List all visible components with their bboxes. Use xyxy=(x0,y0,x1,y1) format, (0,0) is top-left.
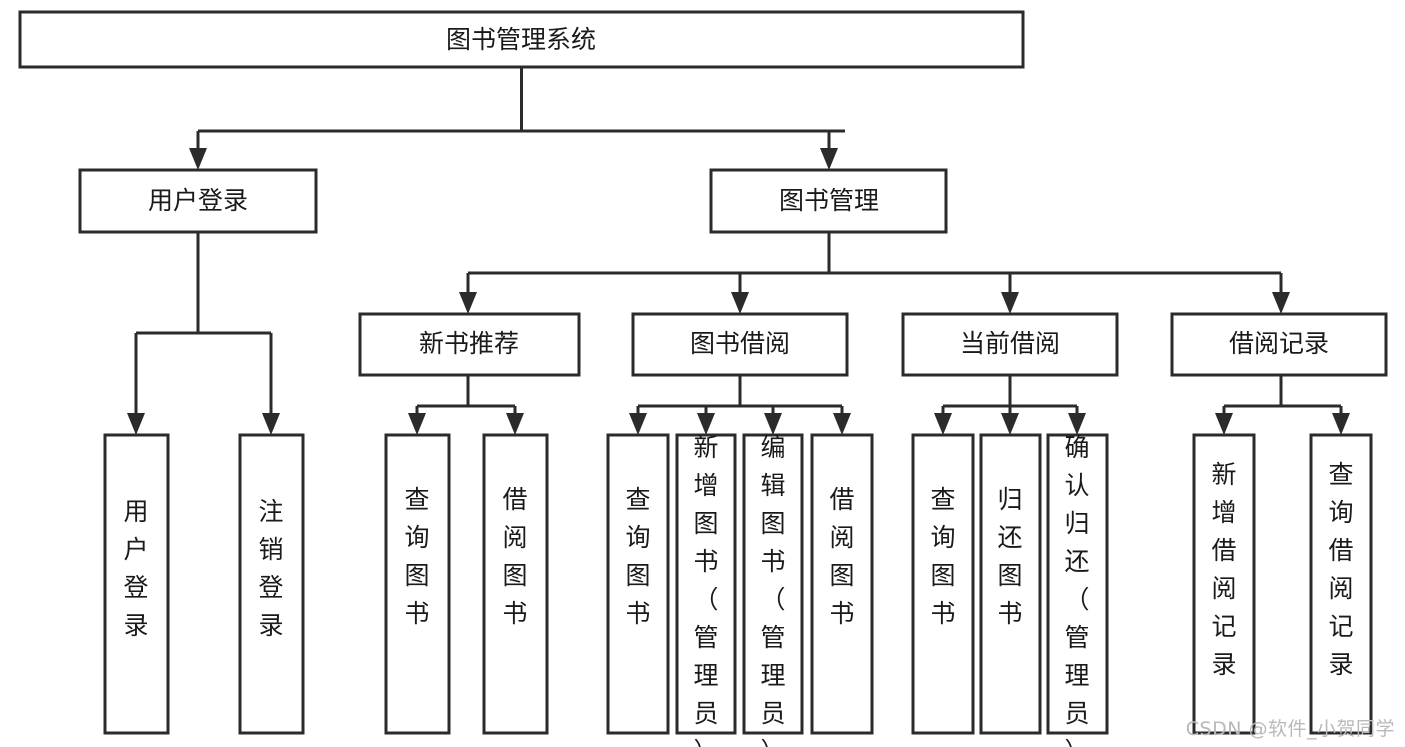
node-borrow-record-box[interactable] xyxy=(1170,312,1388,377)
leaf-current-return-book[interactable]: 归还图书 xyxy=(979,433,1042,735)
node-book-management[interactable]: 图书管理 xyxy=(709,168,948,234)
arrow-head-leaf-user-login xyxy=(127,413,145,435)
leaf-recommend-query-book-label: 查询图书 xyxy=(404,485,429,628)
arrow-head-current-leaf-2 xyxy=(1001,413,1019,435)
leaf-current-confirm-return-admin-box[interactable] xyxy=(1046,433,1109,735)
leaf-record-add-record-label: 新增借阅记录 xyxy=(1211,460,1236,679)
leaf-current-query-book[interactable]: 查询图书 xyxy=(911,433,975,735)
leaf-borrow-edit-book-admin-box[interactable] xyxy=(742,433,804,735)
arrow-head-recommend-leaf-1 xyxy=(408,413,426,435)
node-root-label: 图书管理系统 xyxy=(446,25,596,54)
leaf-recommend-borrow-book[interactable]: 借阅图书 xyxy=(482,433,549,735)
node-new-book-recommend-box[interactable] xyxy=(358,312,581,377)
arrow-head-book-borrow xyxy=(731,292,749,314)
leaf-current-return-book-label: 归还图书 xyxy=(997,485,1022,628)
node-current-borrow-box[interactable] xyxy=(901,312,1119,377)
node-book-borrow[interactable]: 图书借阅 xyxy=(631,312,849,377)
node-borrow-record-label: 借阅记录 xyxy=(1229,329,1329,358)
leaf-logout-label: 注销登录 xyxy=(258,497,283,640)
node-borrow-record[interactable]: 借阅记录 xyxy=(1170,312,1388,377)
leaf-record-query-record-box[interactable] xyxy=(1309,433,1373,735)
leaf-recommend-borrow-book-box[interactable] xyxy=(482,433,549,735)
arrow-head-new-book-recommend xyxy=(459,292,477,314)
arrow-head-leaf-logout xyxy=(262,413,280,435)
arrow-head-borrow-leaf-2 xyxy=(697,413,715,435)
leaf-current-confirm-return-admin-label: 确认归还（管理员） xyxy=(1064,433,1089,747)
leaf-current-return-book-box[interactable] xyxy=(979,433,1042,735)
node-book-borrow-box[interactable] xyxy=(631,312,849,377)
leaf-user-login-box[interactable] xyxy=(103,433,170,735)
leaf-borrow-add-book-admin-box[interactable] xyxy=(675,433,737,735)
leaf-recommend-query-book-box[interactable] xyxy=(384,433,451,735)
leaf-recommend-query-book[interactable]: 查询图书 xyxy=(384,433,451,735)
node-new-book-recommend[interactable]: 新书推荐 xyxy=(358,312,581,377)
node-current-borrow-label: 当前借阅 xyxy=(960,329,1060,358)
arrow-head-borrow-leaf-3 xyxy=(764,413,782,435)
node-book-borrow-label: 图书借阅 xyxy=(690,329,790,358)
node-root-box[interactable] xyxy=(18,10,1025,69)
arrow-head-recommend-leaf-2 xyxy=(506,413,524,435)
arrow-head-current-leaf-1 xyxy=(934,413,952,435)
leaf-borrow-query-book[interactable]: 查询图书 xyxy=(606,433,670,735)
leaf-record-query-record-label: 查询借阅记录 xyxy=(1328,460,1353,679)
leaf-borrow-add-book-admin-label: 新增图书（管理员） xyxy=(693,433,718,747)
leaf-user-login-label: 用户登录 xyxy=(123,497,148,640)
arrow-head-current-leaf-3 xyxy=(1068,413,1086,435)
node-user-login-label: 用户登录 xyxy=(148,186,248,215)
node-user-login-box[interactable] xyxy=(78,168,318,234)
leaf-current-query-book-box[interactable] xyxy=(911,433,975,735)
leaf-borrow-edit-book-admin[interactable]: 编辑图书（管理员） xyxy=(742,433,804,747)
csdn-watermark: CSDN @软件_小贺同学 xyxy=(1185,718,1395,740)
arrow-head-borrow-leaf-1 xyxy=(629,413,647,435)
arrow-head-record-leaf-1 xyxy=(1215,413,1233,435)
arrow-head-current-borrow xyxy=(1001,292,1019,314)
node-user-login[interactable]: 用户登录 xyxy=(78,168,318,234)
leaf-borrow-query-book-box[interactable] xyxy=(606,433,670,735)
leaf-user-login[interactable]: 用户登录 xyxy=(103,433,170,735)
leaf-current-confirm-return-admin[interactable]: 确认归还（管理员） xyxy=(1046,433,1109,747)
leaf-record-add-record-box[interactable] xyxy=(1192,433,1256,735)
leaf-logout-box[interactable] xyxy=(238,433,305,735)
arrow-head-book-mgmt xyxy=(820,148,838,170)
node-current-borrow[interactable]: 当前借阅 xyxy=(901,312,1119,377)
leaf-record-add-record[interactable]: 新增借阅记录 xyxy=(1192,433,1256,735)
leaf-borrow-add-book-admin[interactable]: 新增图书（管理员） xyxy=(675,433,737,747)
node-book-management-label: 图书管理 xyxy=(779,186,879,215)
node-root[interactable]: 图书管理系统 xyxy=(18,10,1025,69)
leaf-logout[interactable]: 注销登录 xyxy=(238,433,305,735)
leaf-record-query-record[interactable]: 查询借阅记录 xyxy=(1309,433,1373,735)
arrow-head-user-login xyxy=(189,148,207,170)
leaf-borrow-query-book-label: 查询图书 xyxy=(625,485,650,628)
leaf-borrow-borrow-book-box[interactable] xyxy=(810,433,874,735)
arrow-head-borrow-leaf-4 xyxy=(833,413,851,435)
leaf-borrow-edit-book-admin-label: 编辑图书（管理员） xyxy=(760,433,785,747)
leaf-borrow-borrow-book-label: 借阅图书 xyxy=(829,485,854,628)
leaf-borrow-borrow-book[interactable]: 借阅图书 xyxy=(810,433,874,735)
node-book-management-box[interactable] xyxy=(709,168,948,234)
connector-layer xyxy=(127,67,1350,435)
node-new-book-recommend-label: 新书推荐 xyxy=(419,329,519,358)
arrow-head-record-leaf-2 xyxy=(1332,413,1350,435)
leaf-recommend-borrow-book-label: 借阅图书 xyxy=(502,485,527,628)
arrow-head-borrow-record xyxy=(1272,292,1290,314)
leaf-current-query-book-label: 查询图书 xyxy=(930,485,955,628)
